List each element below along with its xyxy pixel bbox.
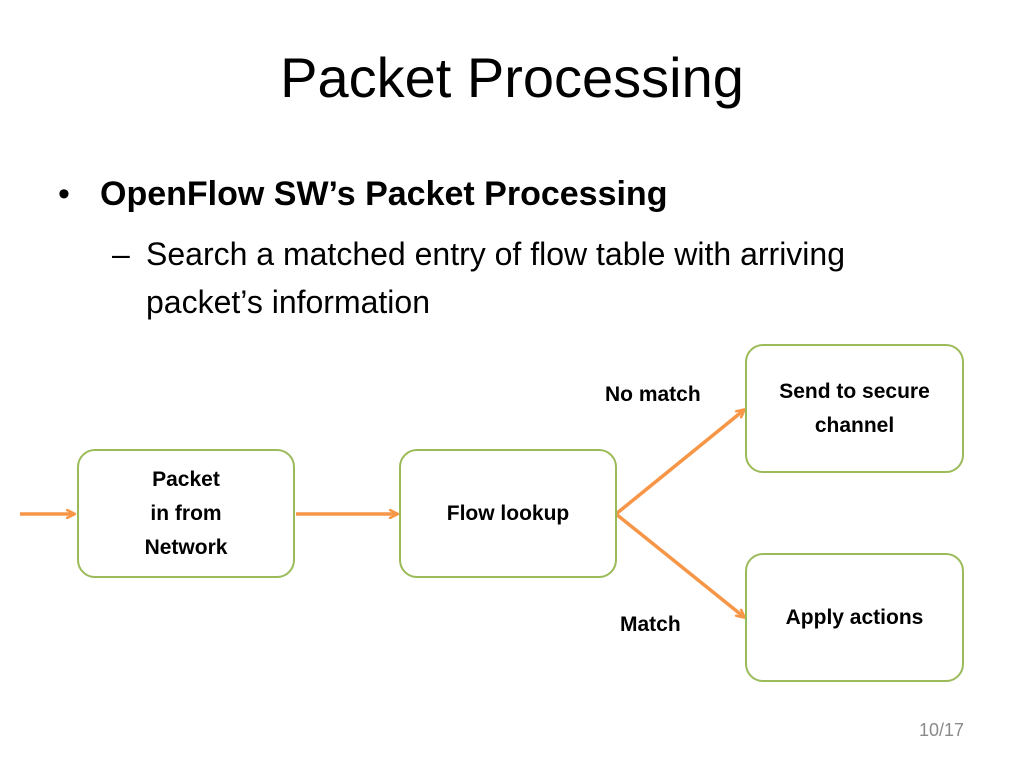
dash-icon: – xyxy=(112,236,130,272)
sub-bullet-item: – Search a matched entry of flow table w… xyxy=(112,230,962,326)
page-number: 10/17 xyxy=(918,720,964,740)
slide-title: Packet Processing xyxy=(280,46,744,109)
sub-bullet-text: Search a matched entry of flow table wit… xyxy=(146,236,845,320)
secure-channel-node: Send to secure channel xyxy=(745,344,964,473)
bullet-text: OpenFlow SW’s Packet Processing xyxy=(100,175,668,213)
arrow-no-match xyxy=(614,410,744,516)
no-match-label: No match xyxy=(605,383,701,406)
packet-in-node: Packet in from Network xyxy=(77,449,295,578)
flow-lookup-node: Flow lookup xyxy=(399,449,617,578)
arrow-match xyxy=(614,512,744,617)
bullet-dot-icon: • xyxy=(58,175,70,213)
bullet-item: • OpenFlow SW’s Packet Processing xyxy=(58,168,667,220)
apply-actions-node: Apply actions xyxy=(745,553,964,682)
match-label: Match xyxy=(620,613,681,636)
